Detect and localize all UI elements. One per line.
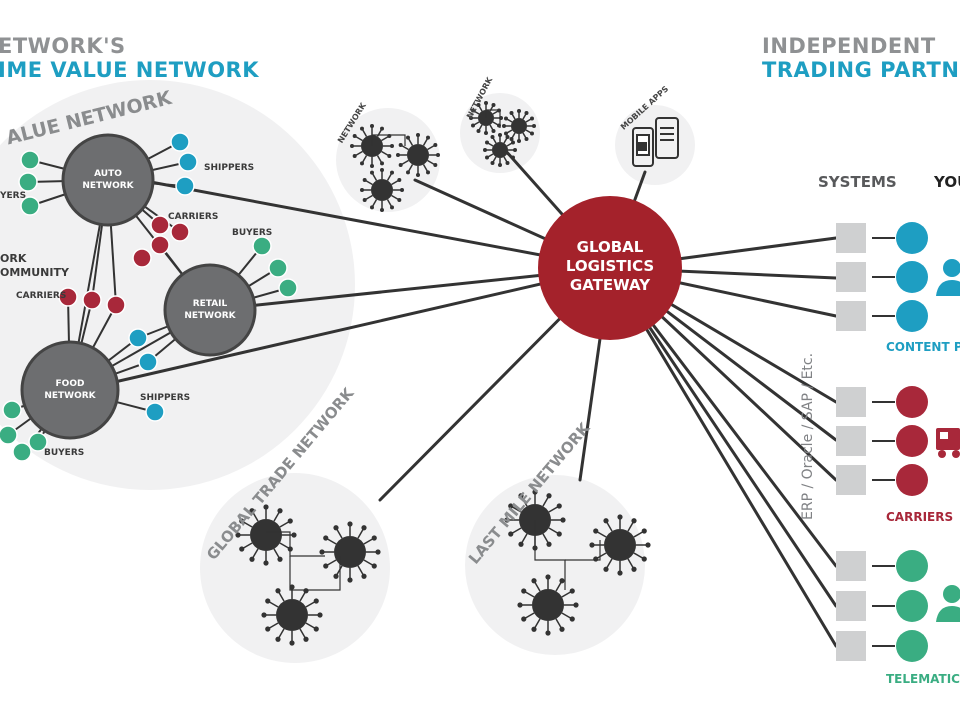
last-mile-cluster — [465, 475, 645, 655]
star-node — [235, 504, 297, 566]
star-node — [360, 168, 404, 212]
retail-network-label-line2: NETWORK — [184, 311, 236, 321]
auto-network-label: AUTO NETWORK — [63, 168, 153, 192]
auto-network-label-line2: NETWORK — [82, 181, 134, 191]
global-trade-cluster — [200, 473, 390, 663]
buyers-label-bottom: BUYERS — [44, 448, 85, 458]
star-node — [396, 133, 440, 177]
community-label-line2: OMMUNITY — [0, 266, 69, 279]
gateway-label-line1: GLOBAL — [576, 238, 644, 256]
star-node — [319, 521, 381, 583]
header-right-line2: TRADING PARTNERS — [762, 58, 960, 82]
telematics-label: TELEMATIC — [886, 672, 960, 686]
gateway-label-line2: LOGISTICS — [565, 257, 655, 275]
star-nodes — [235, 101, 651, 646]
star-node — [261, 584, 323, 646]
partner-nodes — [896, 222, 928, 662]
global-logistics-gateway-hub — [538, 196, 682, 340]
carriers-label-mid: CARRIERS — [168, 212, 219, 222]
shippers-label-bottom: SHIPPERS — [140, 393, 191, 403]
retail-network-label: RETAIL NETWORK — [165, 298, 255, 322]
auto-network-hub — [61, 133, 155, 227]
food-network-label: FOOD NETWORK — [25, 378, 115, 402]
star-node — [350, 124, 394, 168]
shippers-label-top: SHIPPERS — [204, 163, 255, 173]
auto-network-label-line1: AUTO — [94, 169, 122, 179]
food-network-label-line2: NETWORK — [44, 391, 96, 401]
carriers-category-label: CARRIERS — [886, 510, 954, 524]
carriers-label-left: CARRIERS — [16, 291, 67, 301]
food-network-hub — [20, 340, 120, 440]
tablet-icon — [655, 117, 679, 159]
smartphone-icon — [632, 127, 654, 167]
person-icon — [936, 585, 960, 622]
community-label-line1: ORK — [0, 252, 27, 265]
header-left-line2: IME VALUE NETWORK — [0, 58, 259, 82]
buyers-label-right: BUYERS — [232, 228, 273, 238]
retail-network-label-line1: RETAIL — [192, 299, 228, 309]
person-icon — [936, 259, 960, 296]
systems-heading: SYSTEMS — [818, 173, 897, 191]
retail-network-hub — [163, 263, 257, 357]
truck-icon — [936, 428, 960, 458]
star-node — [502, 109, 536, 143]
value-network-nodes — [0, 132, 298, 462]
you-heading: YOU — [934, 173, 960, 191]
buyers-label-left: YERS — [0, 191, 27, 201]
content-providers-label: CONTENT P — [886, 340, 960, 354]
star-node — [483, 133, 517, 167]
partner-links — [872, 237, 895, 647]
partner-systems — [836, 223, 866, 661]
header-right-line1: INDEPENDENT — [762, 34, 936, 58]
header-left-line1: ETWORK'S — [0, 34, 126, 58]
gateway-label: GLOBAL LOGISTICS GATEWAY — [550, 238, 670, 295]
network-cluster-1 — [336, 108, 440, 212]
mini-network-links — [266, 109, 601, 591]
star-node — [517, 574, 579, 636]
erp-systems-label: ERP / Oracle / SAP / Etc. — [800, 352, 816, 520]
gateway-label-line3: GATEWAY — [569, 276, 651, 294]
star-node — [589, 514, 651, 576]
food-network-label-line1: FOOD — [55, 379, 85, 389]
